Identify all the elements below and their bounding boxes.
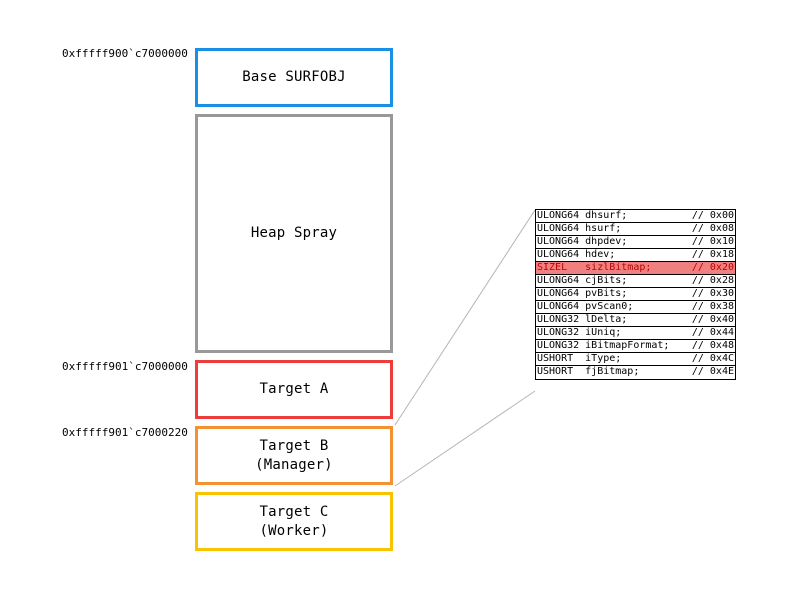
struct-field-decl: ULONG64 hsurf; xyxy=(537,223,622,234)
struct-field-offset: // 0x00 xyxy=(691,210,734,221)
struct-field-offset: // 0x4E xyxy=(691,366,734,377)
address-target-b: 0xfffff901`c7000220 xyxy=(62,426,188,439)
struct-field-decl: ULONG32 lDelta; xyxy=(537,314,628,325)
struct-field-row: ULONG64 cjBits; // 0x28 xyxy=(536,275,735,288)
address-target-a: 0xfffff901`c7000000 xyxy=(62,360,188,373)
struct-field-decl: SIZEL sizlBitmap; xyxy=(537,262,652,273)
struct-field-row: ULONG32 lDelta; // 0x40 xyxy=(536,314,735,327)
struct-field-decl: ULONG64 pvBits; xyxy=(537,288,628,299)
base-surfobj-box: Base SURFOBJ xyxy=(195,48,393,107)
struct-field-offset: // 0x48 xyxy=(691,340,734,351)
struct-field-offset: // 0x18 xyxy=(691,249,734,260)
heap-spray-label: Heap Spray xyxy=(250,225,338,241)
struct-field-row: ULONG64 dhpdev; // 0x10 xyxy=(536,236,735,249)
struct-field-decl: ULONG64 dhpdev; xyxy=(537,236,628,247)
connector-top-line xyxy=(394,209,536,426)
struct-field-row: ULONG32 iUniq; // 0x44 xyxy=(536,327,735,340)
struct-field-offset: // 0x44 xyxy=(691,327,734,338)
struct-field-offset: // 0x28 xyxy=(691,275,734,286)
struct-field-offset: // 0x4C xyxy=(691,353,734,364)
target-a-box: Target A xyxy=(195,360,393,419)
target-c-label: Target C xyxy=(259,503,329,520)
struct-field-offset: // 0x40 xyxy=(691,314,734,325)
struct-field-row: ULONG64 pvBits; // 0x30 xyxy=(536,288,735,301)
struct-field-offset: // 0x10 xyxy=(691,236,734,247)
target-b-box: Target B (Manager) xyxy=(195,426,393,485)
struct-field-offset: // 0x30 xyxy=(691,288,734,299)
struct-field-decl: ULONG64 dhsurf; xyxy=(537,210,628,221)
target-c-role: (Worker) xyxy=(259,522,329,539)
struct-field-row: ULONG64 hdev; // 0x18 xyxy=(536,249,735,262)
target-a-label: Target A xyxy=(259,381,329,397)
struct-field-decl: ULONG32 iUniq; xyxy=(537,327,622,338)
struct-field-decl: ULONG64 pvScan0; xyxy=(537,301,634,312)
struct-field-offset: // 0x38 xyxy=(691,301,734,312)
struct-field-row: ULONG64 hsurf; // 0x08 xyxy=(536,223,735,236)
struct-field-row: USHORT fjBitmap; // 0x4E xyxy=(536,366,735,379)
target-b-role: (Manager) xyxy=(255,456,333,473)
struct-field-decl: USHORT fjBitmap; xyxy=(537,366,640,377)
struct-field-decl: ULONG64 hdev; xyxy=(537,249,616,260)
target-c-box: Target C (Worker) xyxy=(195,492,393,551)
struct-field-row: ULONG64 pvScan0; // 0x38 xyxy=(536,301,735,314)
struct-field-offset: // 0x20 xyxy=(691,262,734,273)
heap-spray-box: Heap Spray xyxy=(195,114,393,353)
base-surfobj-label: Base SURFOBJ xyxy=(242,69,346,85)
struct-field-decl: ULONG64 cjBits; xyxy=(537,275,628,286)
struct-field-offset: // 0x08 xyxy=(691,223,734,234)
connector-bottom-line xyxy=(394,390,536,487)
target-b-label: Target B xyxy=(259,437,329,454)
struct-field-row: SIZEL sizlBitmap; // 0x20 xyxy=(536,262,735,275)
struct-field-decl: ULONG32 iBitmapFormat; xyxy=(537,340,670,351)
struct-field-row: ULONG64 dhsurf; // 0x00 xyxy=(536,210,735,223)
address-base-surfobj: 0xfffff900`c7000000 xyxy=(62,47,188,60)
struct-field-decl: USHORT iType; xyxy=(537,353,622,364)
struct-field-row: USHORT iType; // 0x4C xyxy=(536,353,735,366)
struct-field-row: ULONG32 iBitmapFormat; // 0x48 xyxy=(536,340,735,353)
